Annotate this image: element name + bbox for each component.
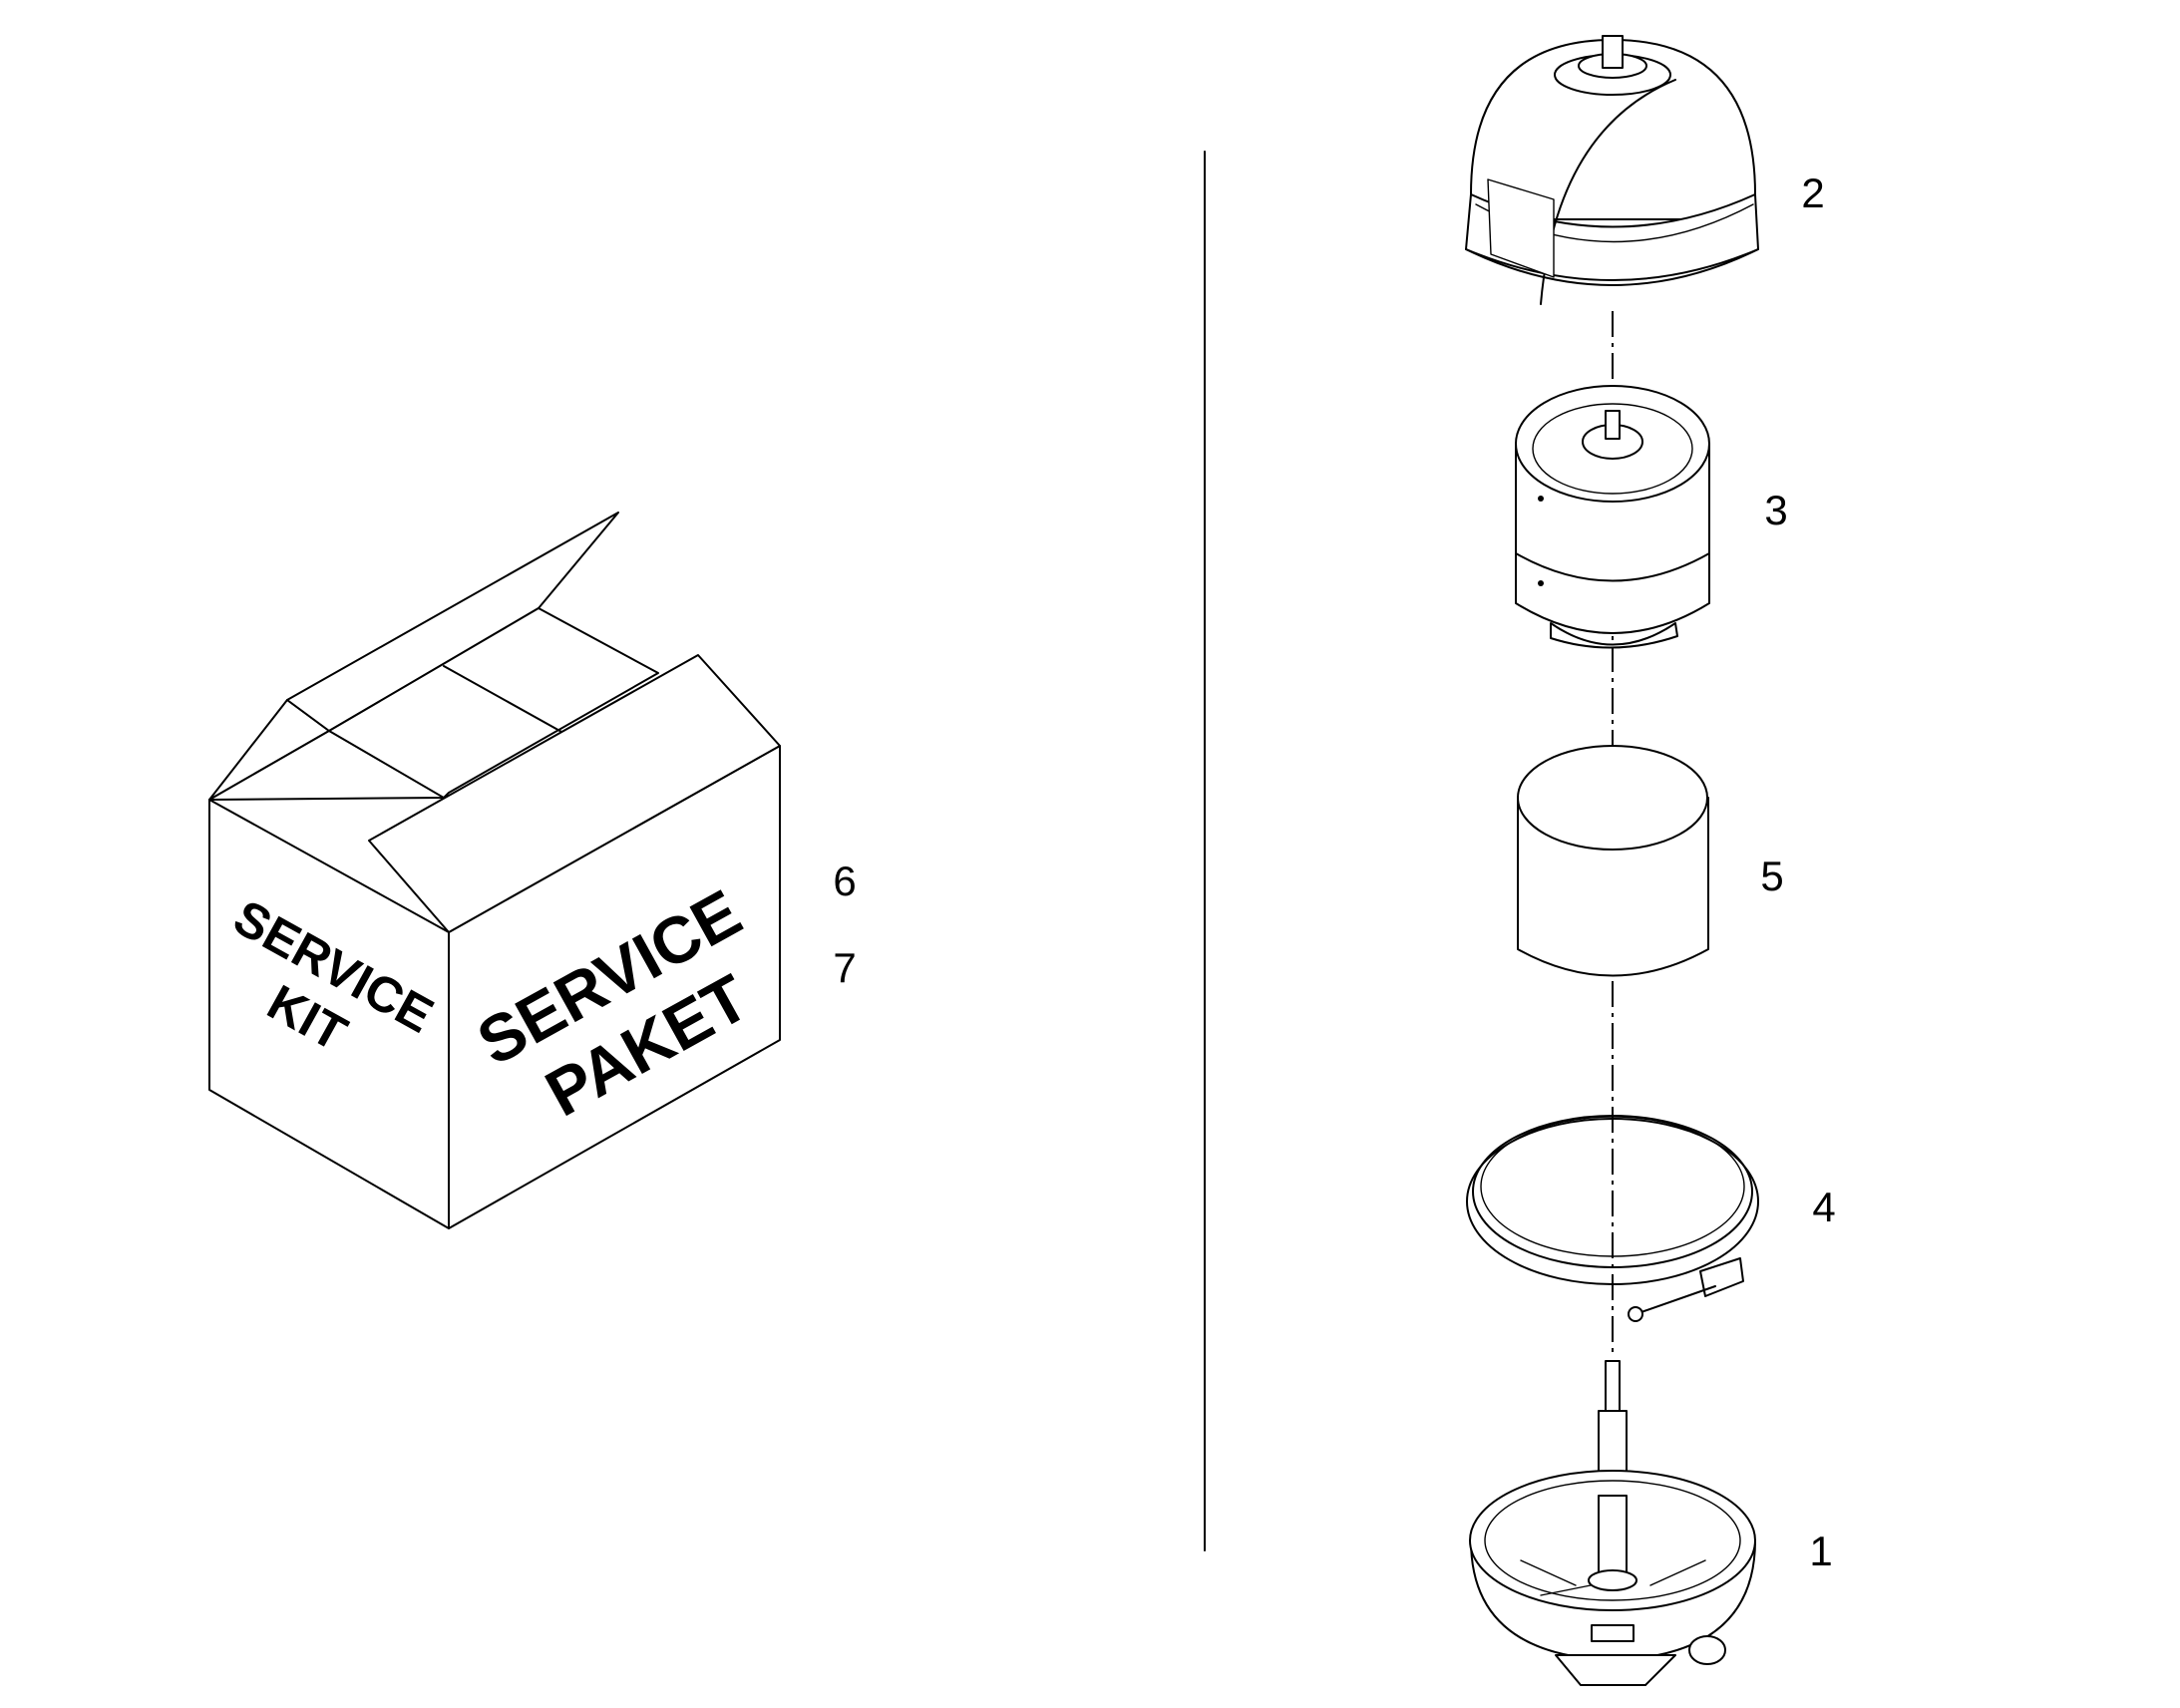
rotor-line	[1515, 552, 1710, 582]
part-base	[1469, 1360, 1756, 1686]
base-rim-inner	[1484, 1480, 1741, 1601]
box-flap-front	[368, 654, 781, 933]
callout-1: 1	[1809, 1528, 1832, 1574]
part-rotor	[1515, 385, 1710, 649]
clamp-outer	[1466, 1118, 1759, 1285]
rotor-top-inner	[1532, 403, 1693, 495]
callout-4: 4	[1812, 1184, 1835, 1230]
service-kit-box: SERVICE KIT SERVICE PAKET	[208, 512, 781, 1229]
base-tab	[1591, 1624, 1635, 1642]
sleeve-top	[1517, 745, 1708, 851]
base-hub	[1588, 1569, 1637, 1591]
rotor-bottom	[1550, 622, 1678, 649]
part-sleeve	[1517, 745, 1709, 977]
callout-2: 2	[1801, 170, 1824, 216]
base-foot	[1555, 1654, 1676, 1686]
callout-3: 3	[1764, 487, 1787, 533]
cover-rim	[1465, 248, 1759, 281]
rotor-stud	[1605, 410, 1621, 440]
part-cover	[1465, 35, 1759, 305]
callout-6: 6	[833, 857, 856, 904]
cover-top-stud	[1602, 35, 1624, 69]
clamp-inner	[1480, 1116, 1745, 1257]
base-ribs	[1520, 1559, 1706, 1596]
cover-label	[1487, 178, 1555, 278]
clamp-bolt	[1635, 1285, 1716, 1315]
rotor-hole-2	[1538, 580, 1544, 586]
base-spindle-tip	[1605, 1360, 1621, 1412]
part-clamp	[1466, 1115, 1759, 1322]
clamp-mid	[1472, 1115, 1753, 1268]
base-spindle-upper	[1598, 1495, 1628, 1581]
base-port	[1688, 1635, 1726, 1665]
clamp-bolt-head	[1628, 1306, 1643, 1322]
callout-5: 5	[1760, 853, 1783, 899]
box-inner-crease	[443, 665, 564, 734]
rotor-hole-1	[1538, 496, 1544, 502]
callout-7: 7	[833, 944, 856, 991]
